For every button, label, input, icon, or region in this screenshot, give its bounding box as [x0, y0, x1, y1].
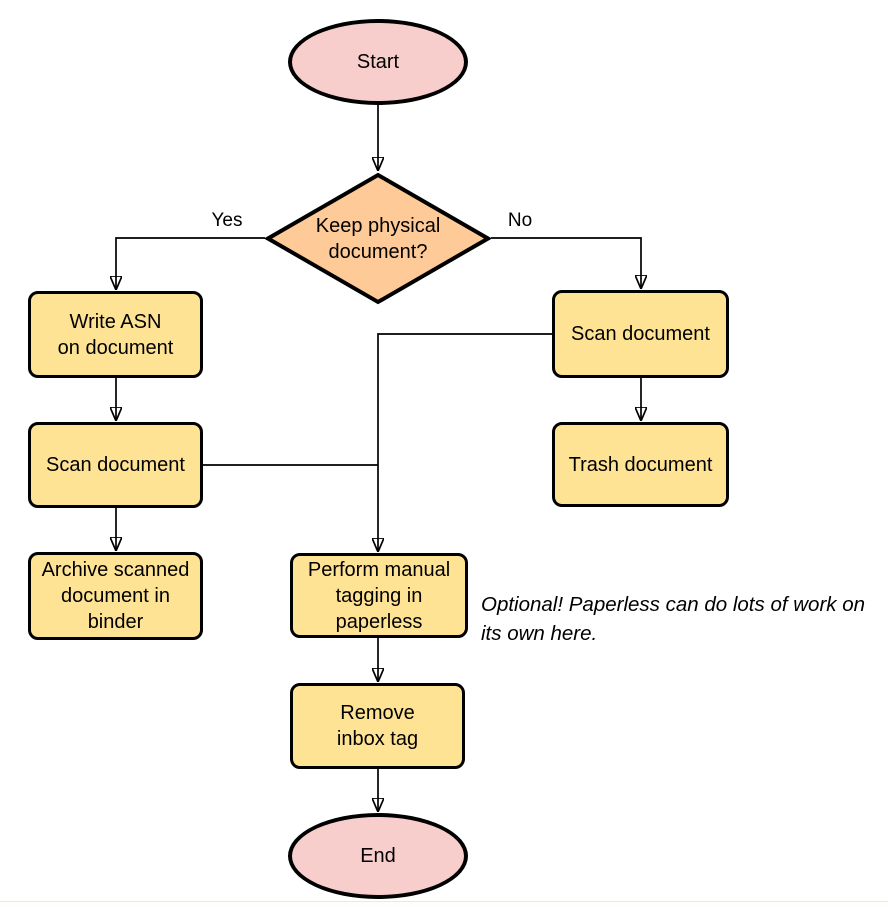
node-tagging-label: Perform manual tagging in paperless — [307, 558, 451, 633]
node-start: Start — [288, 19, 468, 105]
node-end: End — [288, 813, 468, 899]
node-scan-document-right: Scan document — [552, 290, 729, 378]
node-perform-manual-tagging: Perform manual tagging in paperless — [290, 553, 468, 638]
edge-decision-no-to-scan-right — [491, 237, 641, 288]
node-trash-label: Trash document — [568, 453, 713, 476]
node-scan-right-label: Scan document — [571, 323, 710, 345]
diamond-shape — [265, 172, 491, 305]
edge-scan-right-to-tagging — [378, 333, 552, 551]
node-trash-document: Trash document — [552, 422, 729, 507]
node-archive-label: Archive scanned document in binder — [41, 559, 190, 633]
node-remove-inbox-label: Remove inbox tag — [336, 702, 419, 750]
node-start-label: Start — [356, 51, 400, 73]
bottom-border-line — [0, 901, 888, 907]
node-decision-label: Keep physical document? — [315, 214, 441, 263]
node-scan-left-label: Scan document — [46, 454, 185, 476]
node-write-asn-label: Write ASN on document — [57, 310, 174, 359]
edge-decision-yes-to-write-asn — [116, 237, 265, 289]
node-write-asn-on-document: Write ASN on document — [28, 291, 203, 378]
edge-label-yes: Yes — [211, 210, 243, 231]
note-optional-paperless: Optional! Paperless can do lots of work … — [481, 593, 866, 645]
node-scan-document-left: Scan document — [28, 422, 203, 508]
node-archive-scanned-document: Archive scanned document in binder — [28, 552, 203, 640]
node-end-label: End — [360, 845, 396, 867]
node-remove-inbox-tag: Remove inbox tag — [290, 683, 465, 769]
edge-label-no: No — [507, 210, 533, 231]
node-decision-keep-physical-document: Keep physical document? — [265, 172, 491, 305]
